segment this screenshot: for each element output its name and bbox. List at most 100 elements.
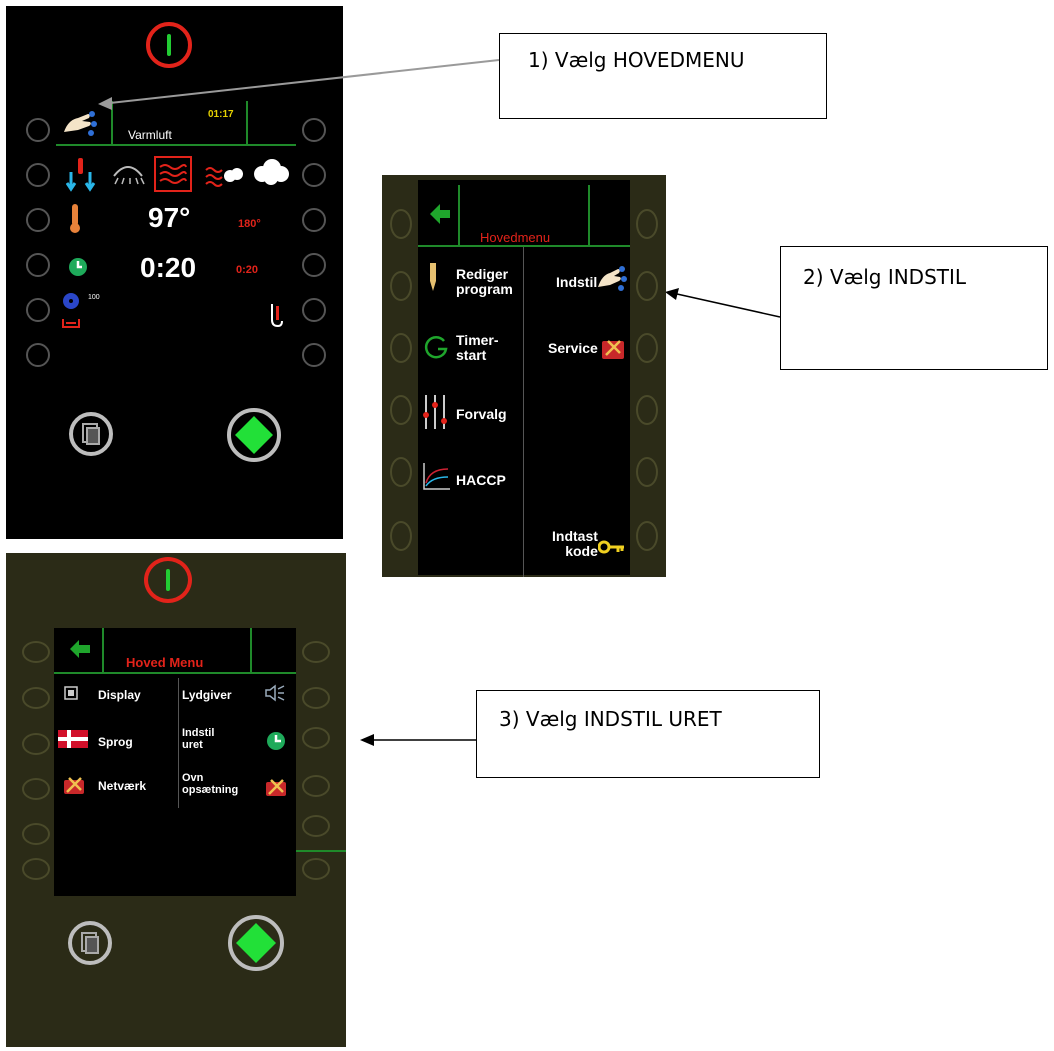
actual-temperature: 97° xyxy=(148,202,191,233)
oven-setup-icon xyxy=(264,776,288,798)
presets-icon xyxy=(422,395,448,429)
set-temperature[interactable]: 180° xyxy=(238,218,261,230)
side-button-right-5[interactable] xyxy=(302,298,326,322)
side-button-right-6[interactable] xyxy=(302,858,330,880)
menu-item-display[interactable]: Display xyxy=(98,688,141,702)
side-button-left-3[interactable] xyxy=(26,208,50,232)
side-button-right-4[interactable] xyxy=(302,253,326,277)
fan-speed: 100 xyxy=(88,294,100,301)
side-button-left-6[interactable] xyxy=(390,521,412,551)
side-button-left-5[interactable] xyxy=(26,298,50,322)
side-button-left-2[interactable] xyxy=(22,687,50,709)
side-button-right-3[interactable] xyxy=(636,333,658,363)
start-button[interactable] xyxy=(228,915,284,971)
menu-item-line2: program xyxy=(456,281,513,297)
side-button-left-5[interactable] xyxy=(22,823,50,845)
side-button-left-2[interactable] xyxy=(26,163,50,187)
power-button[interactable] xyxy=(146,22,192,68)
menu-item-language[interactable]: Sprog xyxy=(98,735,133,749)
combi-icon[interactable] xyxy=(204,162,244,188)
menu-item-set-clock[interactable]: Indstil uret xyxy=(182,727,214,751)
timer-start-icon xyxy=(424,335,448,359)
side-button-left-6[interactable] xyxy=(22,858,50,880)
service-icon xyxy=(600,335,626,361)
menu-item-line2: kode xyxy=(565,543,598,559)
side-button-right-4[interactable] xyxy=(302,775,330,797)
side-button-right-4[interactable] xyxy=(636,395,658,425)
power-button[interactable] xyxy=(144,557,192,603)
fan-icon[interactable] xyxy=(62,292,80,310)
settings-menu-display: Hoved Menu Display Sprog Netværk Lydgive… xyxy=(54,628,296,896)
steam-icon[interactable] xyxy=(252,158,290,186)
menu-item-presets[interactable]: Forvalg xyxy=(456,407,507,422)
callout-step1-text: 1) Vælg HOVEDMENU xyxy=(528,48,745,72)
menu-item-line2: start xyxy=(456,347,487,363)
program-list-button[interactable] xyxy=(69,412,113,456)
side-button-left-1[interactable] xyxy=(390,209,412,239)
menu-item-enter-code[interactable]: Indtast kode xyxy=(552,529,598,559)
side-button-right-2[interactable] xyxy=(636,271,658,301)
side-button-right-1[interactable] xyxy=(302,641,330,663)
menu-item-line2: opsætning xyxy=(182,784,239,796)
back-arrow-icon[interactable] xyxy=(68,640,92,658)
side-button-right-5[interactable] xyxy=(302,815,330,837)
mode-label: Varmluft xyxy=(128,128,172,142)
menu-item-edit-program[interactable]: Rediger program xyxy=(456,267,513,297)
timer-clock-icon xyxy=(68,257,88,277)
main-menu-icon[interactable] xyxy=(62,108,98,138)
shower-icon[interactable] xyxy=(110,156,146,186)
side-button-right-5[interactable] xyxy=(636,457,658,487)
side-button-right-6[interactable] xyxy=(302,343,326,367)
side-button-right-3[interactable] xyxy=(302,208,326,232)
side-button-left-1[interactable] xyxy=(26,118,50,142)
side-button-left-4[interactable] xyxy=(22,778,50,800)
start-button[interactable] xyxy=(227,408,281,462)
settings-menu-screen: Hoved Menu Display Sprog Netværk Lydgive… xyxy=(6,553,346,1047)
steam-down-icon[interactable] xyxy=(65,158,96,192)
side-button-right-1[interactable] xyxy=(636,209,658,239)
menu-item-line1: Rediger xyxy=(456,266,509,282)
menu-item-settings[interactable]: Indstil xyxy=(556,275,597,290)
menu-item-line1: Ovn xyxy=(182,772,204,784)
main-menu-screen: Hovedmenu Rediger program Timer- start F… xyxy=(382,175,666,577)
menu-item-sound[interactable]: Lydgiver xyxy=(182,688,232,703)
start-diamond-icon xyxy=(235,416,273,454)
settings-hand-icon xyxy=(596,263,628,293)
hot-air-icon[interactable] xyxy=(154,156,192,192)
side-button-right-6[interactable] xyxy=(636,521,658,551)
menu-item-haccp[interactable]: HACCP xyxy=(456,473,506,488)
key-icon xyxy=(597,539,626,555)
callout-step3-text: 3) Vælg INDSTIL URET xyxy=(499,707,722,731)
oven-screen-main: 01:17 Varmluft 97° 180° 0:20 0:20 100 xyxy=(6,6,343,539)
side-button-left-4[interactable] xyxy=(26,253,50,277)
start-diamond-icon xyxy=(236,923,276,963)
side-button-left-3[interactable] xyxy=(390,333,412,363)
menu-item-line2: uret xyxy=(182,739,203,751)
menu-item-oven-setup[interactable]: Ovn opsætning xyxy=(182,772,238,796)
side-button-left-5[interactable] xyxy=(390,457,412,487)
side-button-right-2[interactable] xyxy=(302,687,330,709)
program-list-button[interactable] xyxy=(68,921,112,965)
edit-program-icon xyxy=(424,263,442,293)
back-arrow-icon[interactable] xyxy=(428,204,452,224)
menu-item-timer-start[interactable]: Timer- start xyxy=(456,333,499,363)
menu-item-network[interactable]: Netværk xyxy=(98,779,147,793)
callout-step1: 1) Vælg HOVEDMENU xyxy=(499,33,827,119)
thermometer-icon xyxy=(68,204,82,234)
side-button-left-3[interactable] xyxy=(22,733,50,755)
side-button-left-2[interactable] xyxy=(390,271,412,301)
danish-flag-icon xyxy=(58,730,88,748)
side-button-right-3[interactable] xyxy=(302,727,330,749)
speaker-icon xyxy=(264,684,286,702)
set-timer[interactable]: 0:20 xyxy=(236,264,259,276)
haccp-icon xyxy=(422,461,452,491)
side-button-left-6[interactable] xyxy=(26,343,50,367)
menu-item-service[interactable]: Service xyxy=(548,341,598,356)
side-button-left-1[interactable] xyxy=(22,641,50,663)
clock-time: 01:17 xyxy=(208,109,234,120)
side-button-right-2[interactable] xyxy=(302,163,326,187)
side-button-right-1[interactable] xyxy=(302,118,326,142)
side-button-left-4[interactable] xyxy=(390,395,412,425)
callout-step3: 3) Vælg INDSTIL URET xyxy=(476,690,820,778)
